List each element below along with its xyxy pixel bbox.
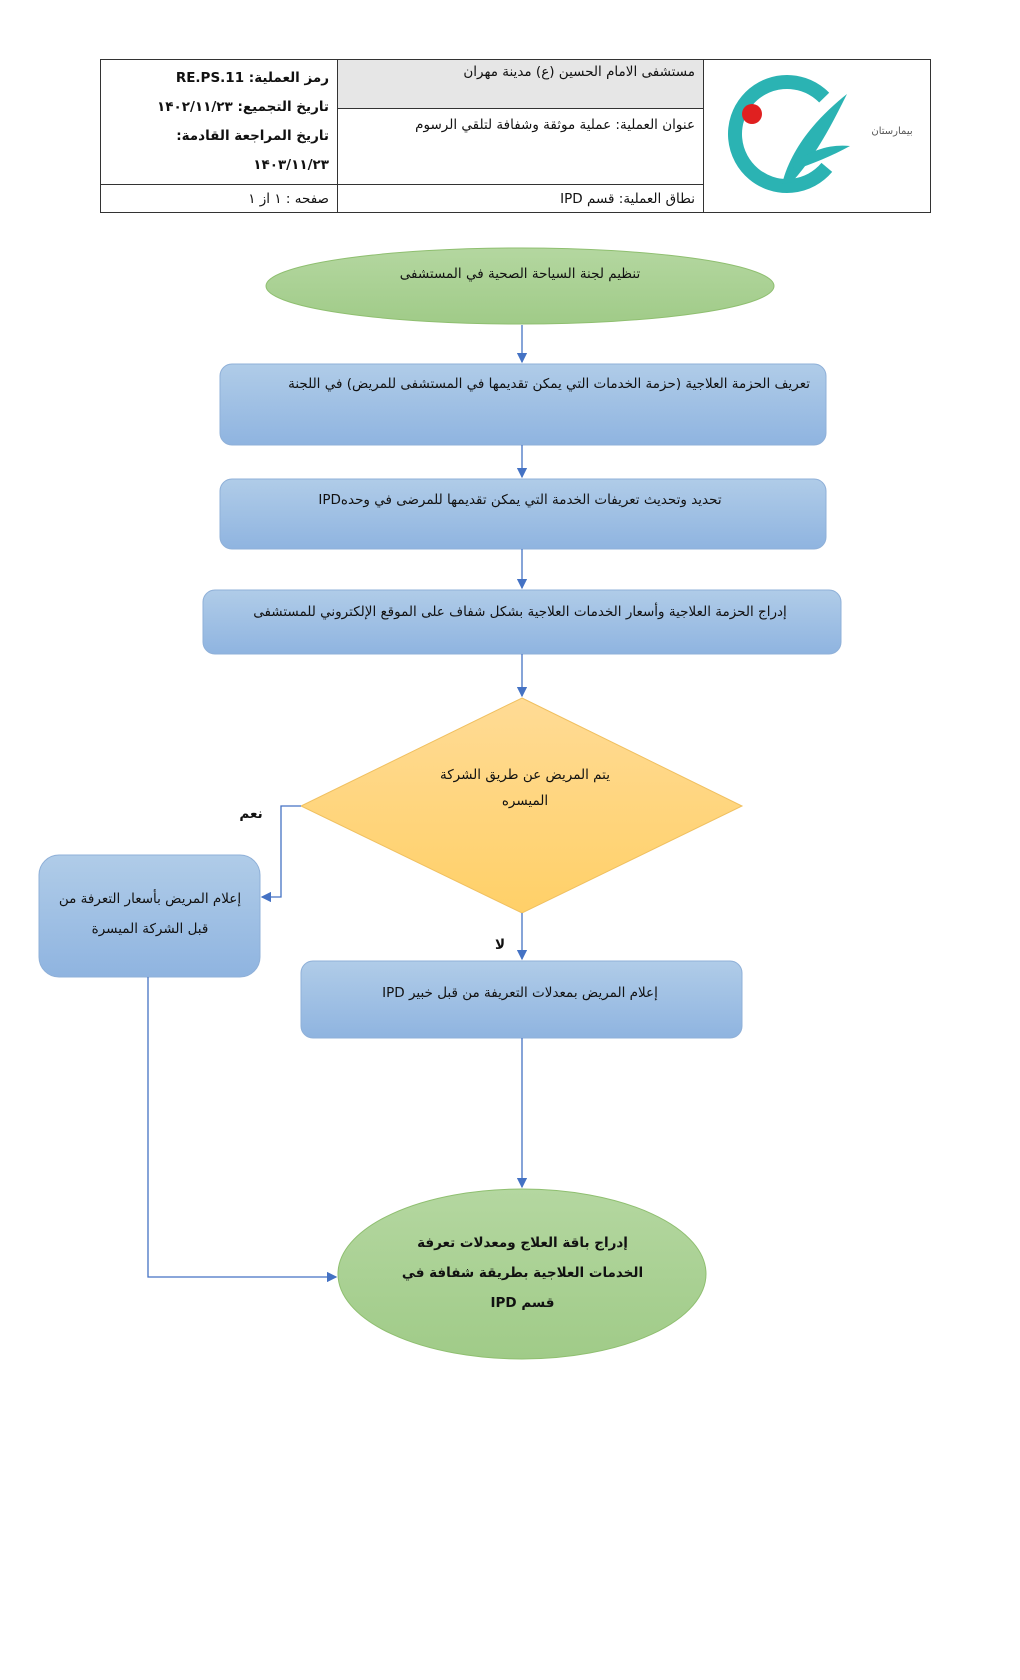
- yes-step-box: [38, 854, 261, 978]
- step2-text: تحديد وتحديث تعريفات الخدمة التي يمكن تق…: [318, 492, 722, 508]
- process-scope: نطاق العملية: قسم IPD: [560, 190, 695, 207]
- no-label: لا: [494, 937, 506, 953]
- logo-cell: بیمارستان: [703, 59, 931, 213]
- process-title: عنوان العملية: عملية موثقة وشفافة لتلقي …: [415, 117, 695, 134]
- hospital-name-cell: مستشفى الامام الحسين (ع) مدينة مهران: [337, 58, 704, 110]
- compile-date: تاريخ التجميع: ۱۴۰۲/۱۱/۲۳: [156, 99, 329, 115]
- start-ellipse: [265, 247, 775, 325]
- page-number: صفحه : ۱ از ۱: [248, 190, 329, 207]
- arrow-yes-end: [147, 977, 338, 1283]
- hospital-name: مستشفى الامام الحسين (ع) مدينة مهران: [463, 64, 695, 80]
- page-cell: صفحه : ۱ از ۱: [100, 184, 338, 213]
- yes-step-text: إعلام المريض بأسعار التعرفة من قبل الشرك…: [58, 891, 242, 937]
- process-scope-cell: نطاق العملية: قسم IPD: [337, 184, 704, 213]
- process-title-cell: عنوان العملية: عملية موثقة وشفافة لتلقي …: [337, 108, 704, 185]
- step1-box: [219, 363, 827, 446]
- process-meta-cell: رمز العملية: RE.PS.11 تاريخ التجميع: ۱۴۰…: [100, 59, 338, 185]
- start-text: تنظيم لجنة السياحة الصحية في المستشفى: [399, 266, 641, 282]
- end-ellipse: [337, 1188, 707, 1360]
- yes-label: نعم: [239, 806, 263, 822]
- step1-text: تعريف الحزمة العلاجية (حزمة الخدمات التي…: [288, 376, 810, 392]
- step3-box: [202, 589, 842, 655]
- next-review-label: تاريخ المراجعة القادمة:: [176, 128, 329, 144]
- end-text: إدراج باقة العلاج ومعدلات تعرفة الخدمات …: [401, 1235, 644, 1311]
- step2-box: [219, 478, 827, 550]
- hospital-logo: بیمارستان: [728, 75, 913, 193]
- arrow-decision-yes: [260, 805, 301, 903]
- decision-text: يتم المريض عن طريق الشركة الميسره: [440, 767, 610, 809]
- logo-caption: بیمارستان: [871, 126, 912, 137]
- no-step-text: إعلام المريض بمعدلات التعريفة من قبل خبي…: [382, 985, 658, 1001]
- document-header-table: بیمارستان مستشفى الامام الحسين (ع) مدينة…: [100, 58, 931, 213]
- next-review-date: ۱۴۰۳/۱۱/۲۳: [253, 157, 329, 173]
- step3-text: إدراج الحزمة العلاجية وأسعار الخدمات الع…: [253, 604, 787, 620]
- process-code: رمز العملية: RE.PS.11: [175, 70, 329, 86]
